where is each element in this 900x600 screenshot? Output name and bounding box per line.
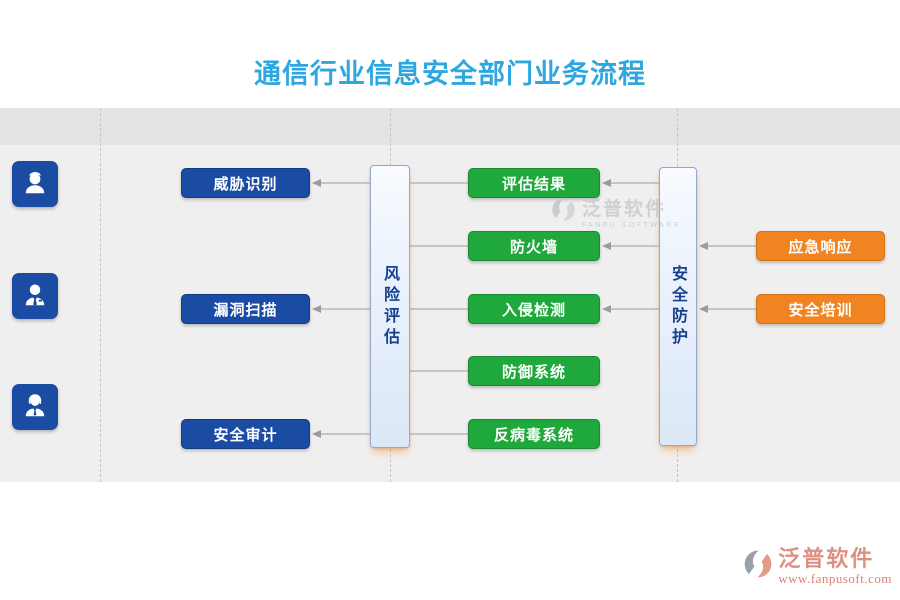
role-badge bbox=[12, 273, 58, 319]
node-antivirus-system: 反病毒系统 bbox=[468, 419, 600, 449]
node-label: 防火墙 bbox=[509, 237, 558, 256]
swimlane-header-band bbox=[0, 108, 900, 145]
watermark-brand: 泛普软件 bbox=[582, 198, 667, 220]
node-label: 评估结果 bbox=[501, 174, 566, 193]
footer-brand: 泛普软件 bbox=[778, 547, 875, 572]
page-title: 通信行业信息安全部门业务流程 bbox=[254, 59, 646, 90]
node-security-audit: 安全审计 bbox=[181, 419, 310, 449]
fanpu-logo-icon bbox=[550, 196, 577, 227]
node-firewall: 防火墙 bbox=[468, 231, 600, 261]
node-label: 防御系统 bbox=[501, 362, 566, 381]
node-label: 安全审计 bbox=[213, 425, 278, 444]
footer-website: www.fanpusoft.com bbox=[778, 571, 892, 587]
node-security-training: 安全培训 bbox=[756, 294, 885, 324]
node-threat-identification: 威胁识别 bbox=[181, 168, 310, 198]
person-cap-icon bbox=[20, 167, 50, 201]
node-label: 入侵检测 bbox=[501, 300, 566, 319]
node-label: 安全防护 bbox=[669, 264, 688, 349]
lane-separator bbox=[100, 108, 101, 482]
node-vulnerability-scan: 漏洞扫描 bbox=[181, 294, 310, 324]
node-label: 安全培训 bbox=[788, 300, 853, 319]
fanpu-logo-icon bbox=[742, 548, 774, 584]
node-label: 风险评估 bbox=[381, 264, 400, 349]
swimlane-body-area bbox=[0, 145, 900, 482]
watermark: 泛普软件 FANPU SOFTWARE bbox=[550, 194, 681, 229]
node-security-protection: 安全防护 bbox=[659, 167, 697, 446]
role-badge bbox=[12, 384, 58, 430]
watermark-subtitle: FANPU SOFTWARE bbox=[582, 221, 681, 229]
person-tie-icon bbox=[20, 279, 50, 313]
node-defense-system: 防御系统 bbox=[468, 356, 600, 386]
node-intrusion-detection: 入侵检测 bbox=[468, 294, 600, 324]
node-label: 应急响应 bbox=[788, 237, 853, 256]
node-risk-assessment: 风险评估 bbox=[370, 165, 410, 448]
node-label: 漏洞扫描 bbox=[213, 300, 278, 319]
node-assessment-result: 评估结果 bbox=[468, 168, 600, 198]
role-badge bbox=[12, 161, 58, 207]
node-label: 威胁识别 bbox=[213, 174, 278, 193]
node-label: 反病毒系统 bbox=[493, 425, 574, 444]
node-emergency-response: 应急响应 bbox=[756, 231, 885, 261]
footer-logo: 泛普软件 www.fanpusoft.com bbox=[742, 548, 892, 587]
person-female-icon bbox=[20, 390, 50, 424]
